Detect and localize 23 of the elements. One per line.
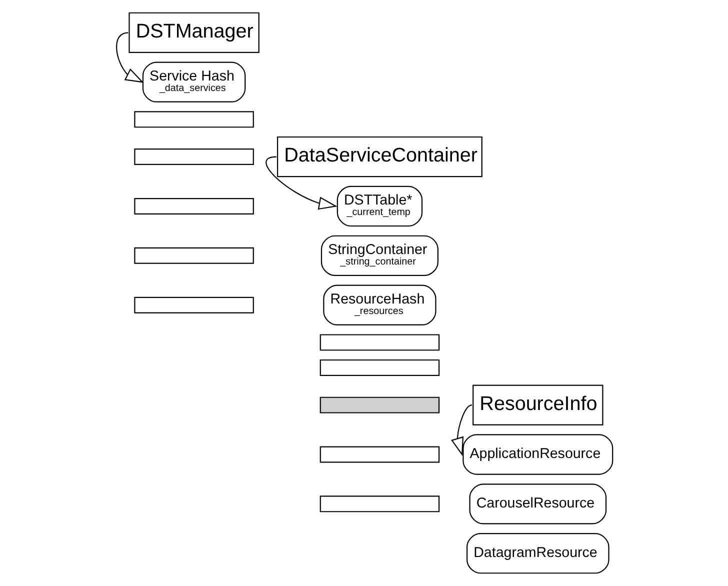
- node-box: [319, 359, 440, 376]
- node-box: [319, 396, 440, 414]
- node-box: [319, 446, 440, 463]
- node-box: ApplicationResource: [462, 434, 613, 475]
- arrow: [265, 156, 337, 210]
- node-box: CarouselResource: [468, 484, 606, 524]
- arrow: [450, 404, 472, 456]
- arrow: [116, 32, 144, 83]
- node-box: DSTTable* _current_temp: [336, 186, 422, 227]
- node-box: [319, 334, 440, 351]
- node-box: [134, 111, 254, 128]
- node-box: [134, 296, 254, 314]
- node-box: ResourceHash _resources: [322, 284, 436, 326]
- node-box: DataServiceContainer: [276, 136, 482, 178]
- node-box: [134, 247, 254, 264]
- node-box: DatagramResource: [466, 533, 609, 574]
- node-box: ResourceInfo: [472, 384, 603, 426]
- node-box: [319, 496, 440, 512]
- node-box: [134, 198, 254, 214]
- node-box: StringContainer _string_container: [320, 235, 438, 276]
- node-box: Service Hash _data_services: [142, 62, 246, 102]
- node-box: DSTManager: [128, 12, 259, 53]
- node-box: [134, 148, 254, 166]
